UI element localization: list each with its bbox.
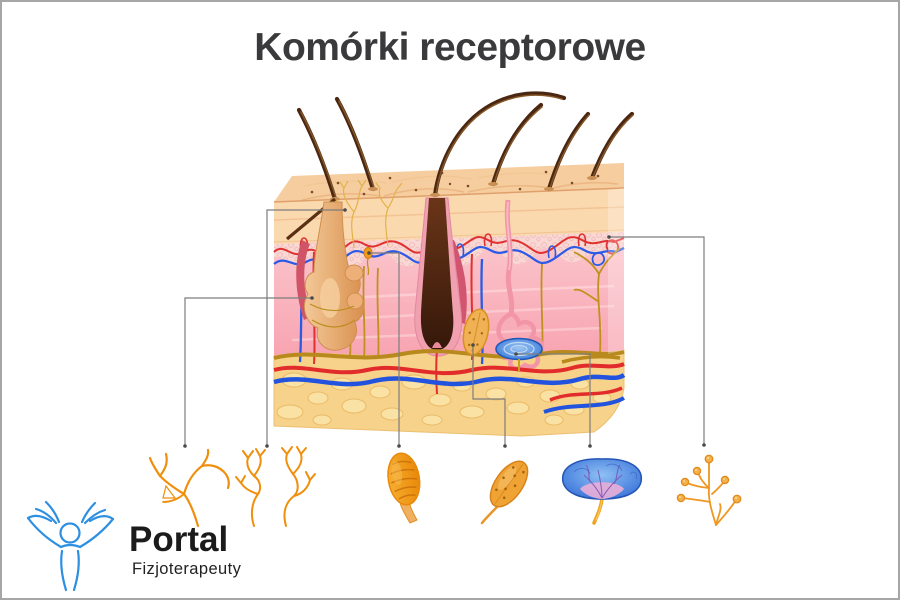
leader-line-2 bbox=[265, 208, 347, 448]
logo-figure bbox=[26, 500, 115, 592]
logo-title: Portal bbox=[129, 520, 229, 559]
hair-shafts bbox=[296, 91, 635, 202]
tactile-disc-icon bbox=[562, 458, 642, 525]
hair-follicle-bulb bbox=[414, 197, 467, 395]
bulbous-endings-sprig-icon bbox=[676, 454, 742, 526]
leader-line-6 bbox=[607, 235, 706, 447]
logo-subtitle: Fizjoterapeuty bbox=[132, 560, 242, 578]
leader-line-1 bbox=[183, 296, 314, 448]
blood-vessels bbox=[273, 349, 626, 414]
leader-line-4 bbox=[471, 343, 507, 448]
arrector-pili-muscle-right bbox=[448, 240, 467, 324]
subcutaneous-fat-layer bbox=[273, 349, 625, 437]
receptor-icons-row bbox=[148, 446, 742, 528]
leader-lines bbox=[183, 208, 706, 448]
arrector-pili-muscle bbox=[296, 240, 312, 320]
oval-corpuscle-icon bbox=[480, 460, 529, 525]
leader-line-5 bbox=[514, 352, 592, 448]
skin-pores bbox=[310, 170, 600, 196]
hair-follicle-with-sebaceous-gland bbox=[285, 197, 365, 351]
skin-block bbox=[273, 91, 635, 437]
free-nerve-endings-cluster-icon bbox=[235, 446, 316, 527]
bulbous-corpuscle-icon bbox=[387, 452, 421, 524]
page-title: Komórki receptorowe bbox=[254, 26, 646, 69]
free-nerve-endings-icon bbox=[148, 448, 230, 528]
leader-line-3 bbox=[367, 251, 401, 448]
